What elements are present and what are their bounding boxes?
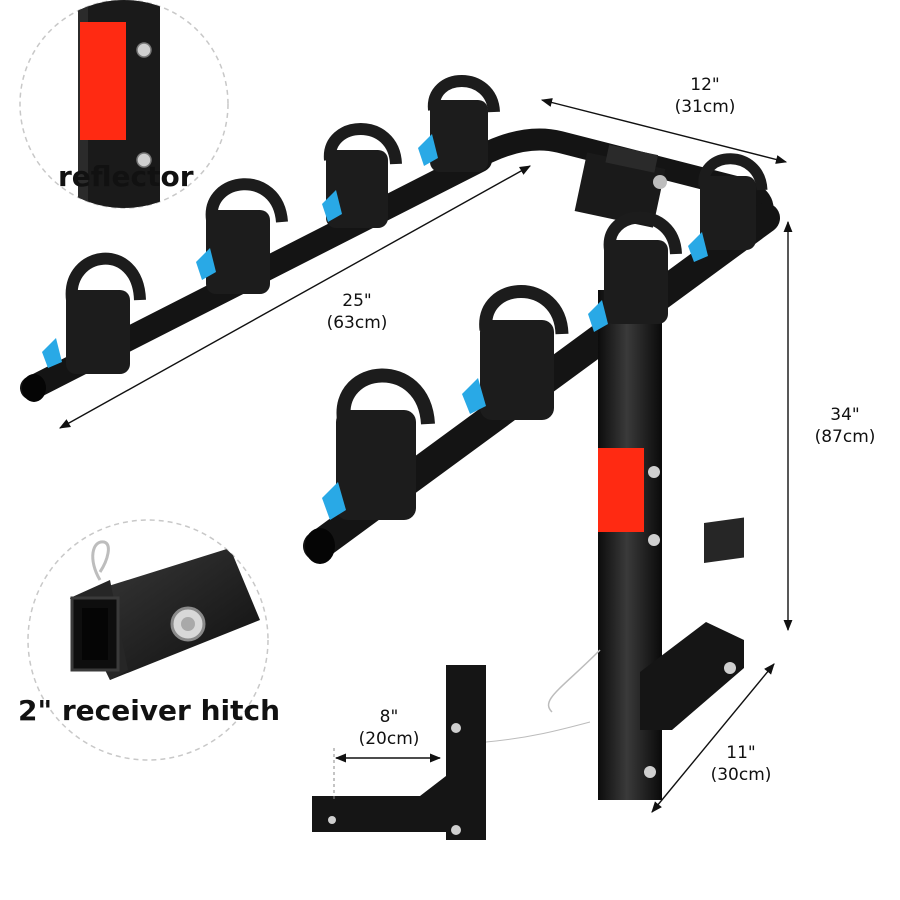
cradle (418, 75, 500, 172)
top-width-inches: 12" (690, 75, 720, 95)
arm-length-inches: 25" (342, 291, 372, 311)
receiver-hitch-label: 2" receiver hitch (18, 694, 281, 727)
offset-cm: (20cm) (358, 729, 420, 749)
cradle (322, 368, 435, 520)
arm-length-cm: (63cm) (326, 313, 388, 333)
cradle (42, 252, 146, 374)
dimension-lines (59, 98, 793, 813)
bolt-icon (648, 466, 660, 478)
top-width-cm: (31cm) (674, 97, 736, 117)
strap-tab-icon (418, 134, 438, 166)
depth-arrow (651, 663, 775, 813)
arm-length-arrow (59, 165, 531, 429)
reflector-strip (598, 448, 644, 532)
reflector-label: reflector (58, 160, 194, 193)
arm-length-dimension: 25" (63cm) (312, 290, 402, 334)
hitch-inset (27, 519, 269, 761)
top-width-dimension: 12" (31cm) (660, 74, 750, 118)
strap-tab-icon (588, 300, 608, 332)
bolt-icon (648, 534, 660, 546)
height-inches: 34" (830, 405, 860, 425)
strap-tab-icon (42, 338, 62, 368)
bolt-icon (644, 766, 656, 778)
cradle (462, 285, 569, 420)
reflector-strip (80, 22, 126, 140)
depth-cm: (30cm) (710, 765, 772, 785)
strap-tab-icon (322, 482, 346, 520)
strap-tab-icon (688, 232, 708, 262)
pin-clip-icon (91, 540, 110, 581)
height-dimension: 34" (87cm) (800, 404, 890, 448)
bolt-icon (136, 42, 152, 58)
cradle (322, 123, 402, 228)
cradle (196, 178, 288, 294)
bolt-icon (451, 723, 461, 733)
depth-inches: 11" (726, 743, 756, 763)
depth-dimension: 11" (30cm) (696, 742, 786, 786)
width-arrow (540, 98, 788, 164)
offset-inches: 8" (379, 707, 399, 727)
height-cm: (87cm) (814, 427, 876, 447)
bolt-icon (451, 825, 461, 835)
hitch-offset-detail (312, 665, 591, 840)
cradle (688, 153, 768, 262)
cradle (588, 211, 682, 332)
bolt-icon (724, 662, 736, 674)
reflector-inset (19, 0, 229, 209)
offset-dimension: 8" (20cm) (344, 706, 434, 750)
